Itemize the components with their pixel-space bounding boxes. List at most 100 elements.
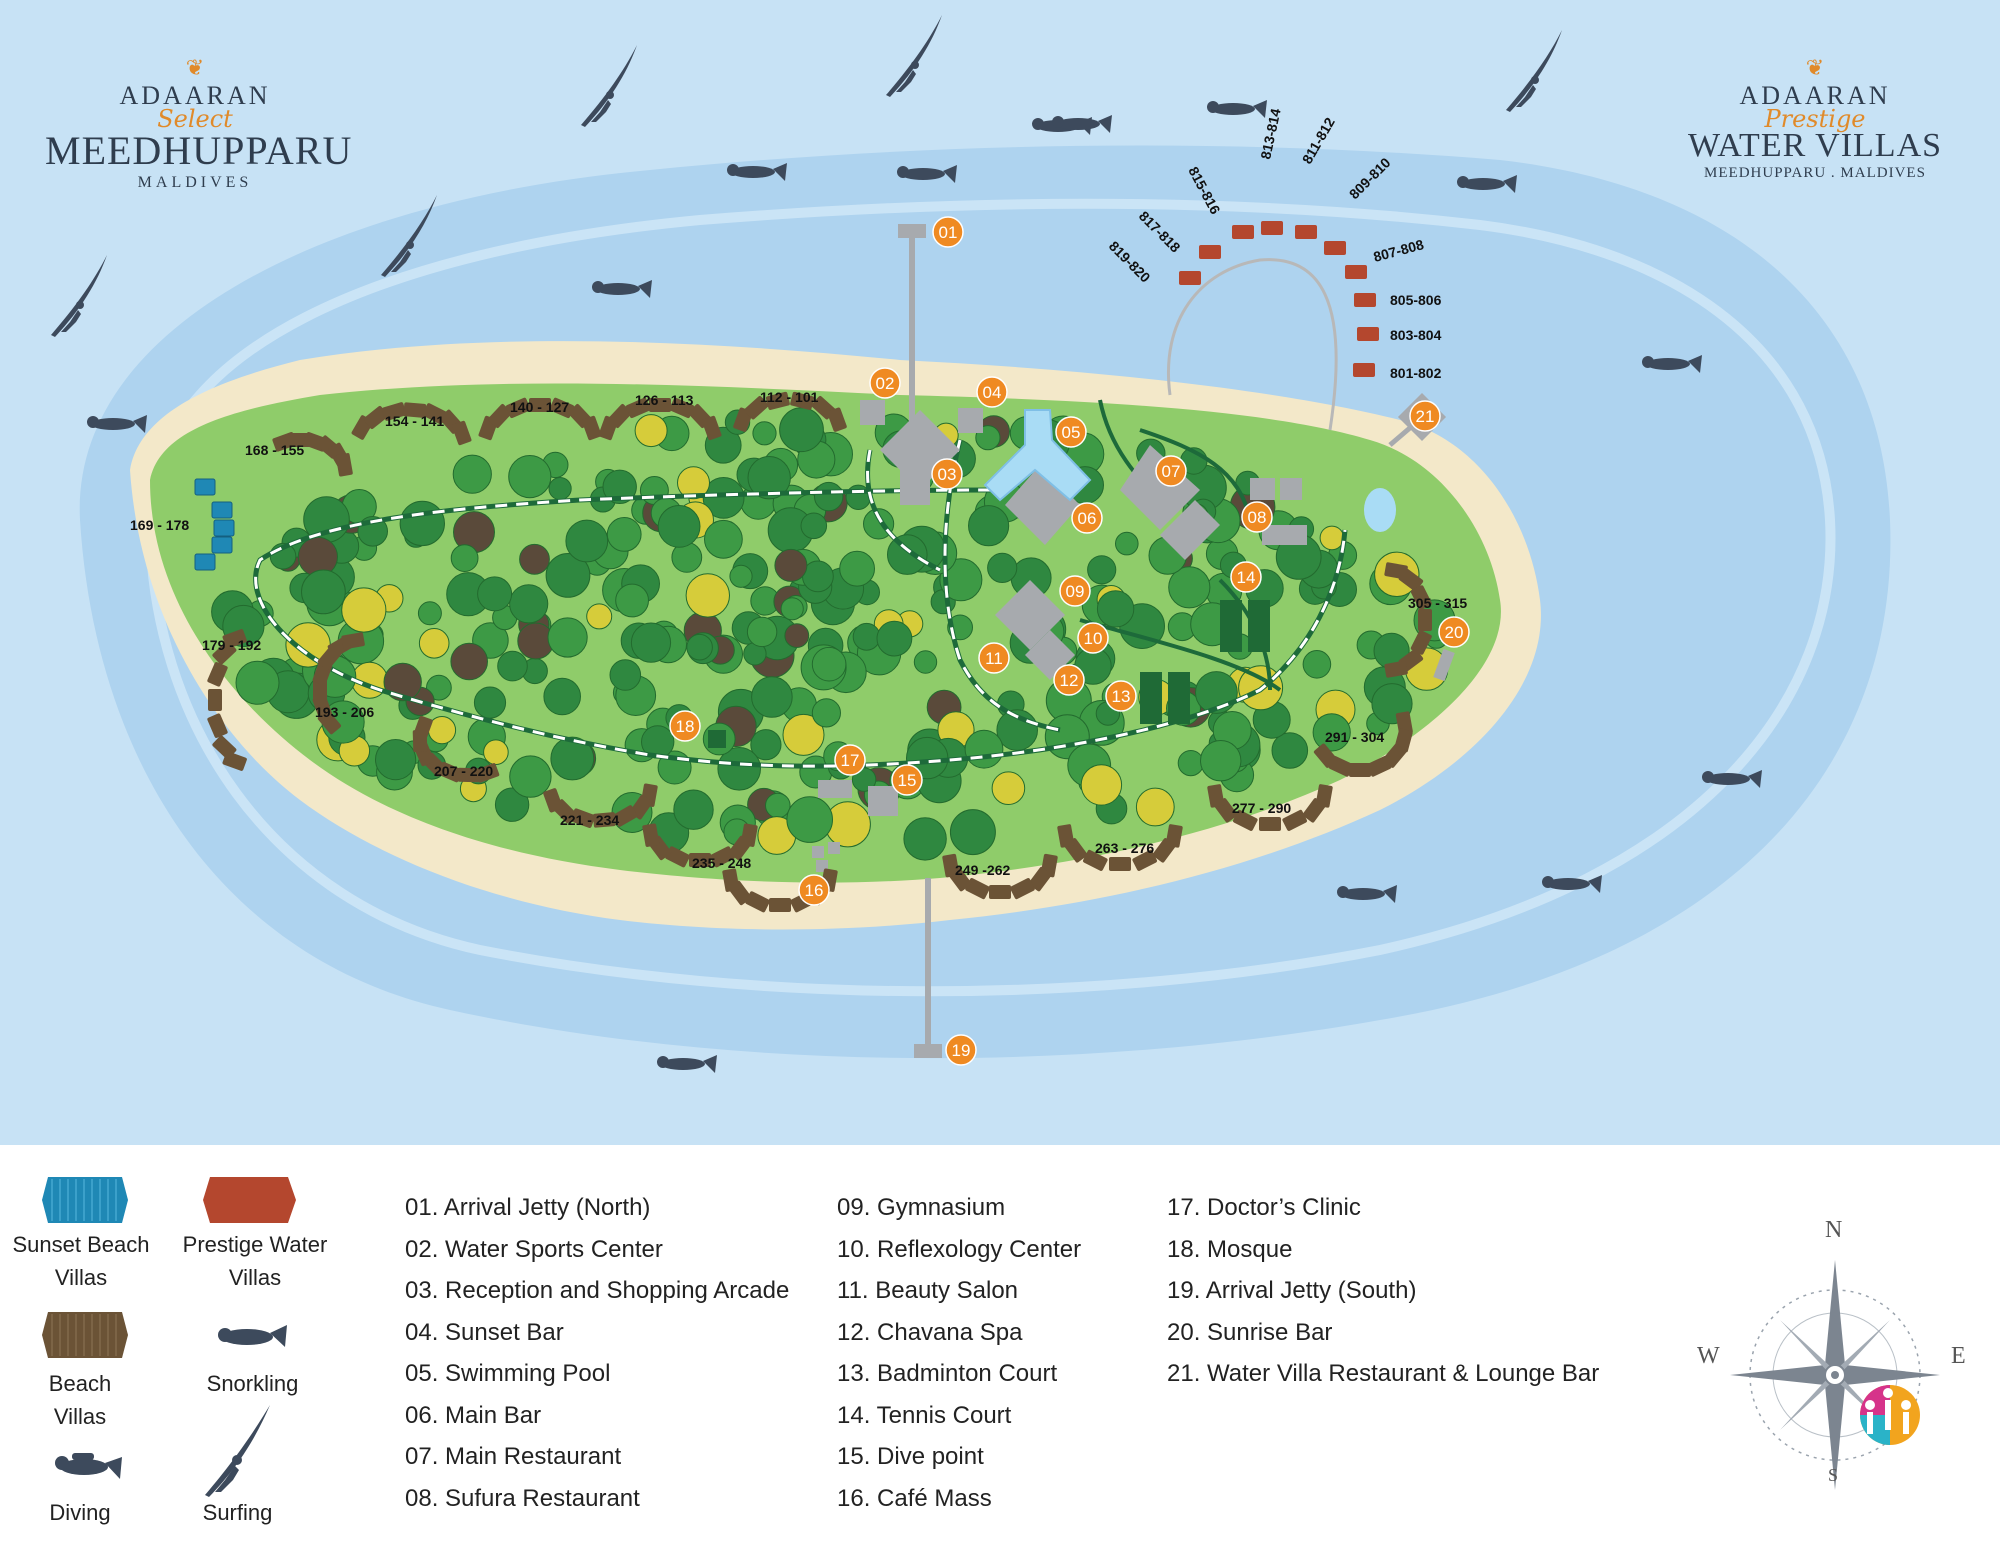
legend-item: 10. Reflexology Center [837, 1235, 1082, 1263]
tree [949, 809, 996, 856]
villa [1028, 866, 1052, 892]
tree [673, 789, 714, 830]
poi-marker[interactable]: 14 [1230, 561, 1262, 593]
villa [549, 397, 575, 419]
tree [991, 771, 1026, 806]
poi-marker-number: 16 [805, 881, 824, 900]
poi-marker[interactable]: 19 [945, 1034, 977, 1066]
snorkling-icon [218, 1325, 287, 1347]
poi-marker[interactable]: 06 [1071, 502, 1103, 534]
poi-marker[interactable]: 09 [1059, 575, 1091, 607]
poi-marker-number: 05 [1062, 423, 1081, 442]
poi-marker-number: 09 [1066, 582, 1085, 601]
logo-left-sub: Select [157, 105, 233, 133]
poi-marker-number: 08 [1248, 508, 1267, 527]
villa [769, 898, 791, 912]
villa [669, 397, 695, 419]
legend-item: 16. Café Mass [837, 1484, 992, 1512]
poi-marker[interactable]: 16 [798, 874, 830, 906]
tree [473, 686, 507, 719]
logo-fan-icon: ❦ [1805, 55, 1825, 80]
poi-marker[interactable]: 08 [1241, 501, 1273, 533]
surfing-icon [886, 15, 942, 97]
prestige-villa-label: Prestige Water Villas [182, 1232, 328, 1290]
pond [1364, 488, 1396, 532]
poi-marker-number: 02 [876, 374, 895, 393]
villa [1132, 849, 1157, 871]
beach-villa-label: 112 - 101 [760, 389, 819, 405]
legend-item: 17. Doctor’s Clinic [1167, 1194, 1361, 1221]
logo-right-brand: ADAARAN [1739, 81, 1891, 110]
sunset-villa [211, 536, 233, 554]
sports-courts [708, 600, 1270, 748]
poi-marker[interactable]: 01 [932, 216, 964, 248]
beach-villa-label: 291 - 304 [1325, 729, 1384, 745]
snorkling-icon [1207, 100, 1267, 118]
snorkling-icon [1542, 875, 1602, 893]
legend-item: 04. Sunset Bar [405, 1318, 564, 1346]
poi-marker-number: 20 [1445, 623, 1464, 642]
poi-marker[interactable]: 15 [891, 764, 923, 796]
poi-marker[interactable]: 18 [669, 710, 701, 742]
sunset-villa [194, 553, 216, 571]
tree [550, 736, 595, 781]
logo-fan-icon: ❦ [185, 55, 205, 80]
poi-marker[interactable]: 12 [1053, 664, 1085, 696]
poi-marker[interactable]: 04 [976, 376, 1008, 408]
tree [717, 747, 762, 791]
poi-marker[interactable]: 05 [1055, 416, 1087, 448]
beach-villa-label: 179 - 192 [202, 637, 261, 653]
tree [417, 601, 442, 626]
villa [529, 398, 551, 412]
poi-marker[interactable]: 07 [1155, 455, 1187, 487]
poi-marker-number: 10 [1084, 629, 1103, 648]
villa [581, 415, 602, 441]
villa [1398, 568, 1424, 592]
villa [1357, 327, 1379, 341]
poi-marker[interactable]: 10 [1077, 622, 1109, 654]
villa [827, 407, 847, 432]
poi-marker[interactable]: 17 [834, 744, 866, 776]
tree [1177, 750, 1204, 777]
villa [965, 878, 990, 900]
poi-marker[interactable]: 13 [1105, 680, 1137, 712]
villa [1345, 265, 1367, 279]
poi-marker[interactable]: 20 [1438, 616, 1470, 648]
villa [745, 891, 770, 913]
tree [1135, 787, 1175, 827]
villa [1259, 817, 1281, 831]
legend-item: 06. Main Bar [405, 1401, 542, 1429]
tree [565, 519, 609, 563]
tree [235, 660, 280, 705]
poi-marker[interactable]: 03 [931, 458, 963, 490]
villa [642, 823, 660, 847]
poi-marker[interactable]: 21 [1409, 400, 1441, 432]
poi-marker[interactable]: 11 [978, 642, 1010, 674]
villa [1199, 245, 1221, 259]
poi-marker[interactable]: 02 [869, 367, 901, 399]
diving-icon [55, 1453, 122, 1479]
sunset-villa [211, 501, 233, 519]
tree [964, 729, 1004, 769]
villa [413, 715, 433, 741]
beach-villa-label: 140 - 127 [510, 399, 569, 415]
compass-n: N [1825, 1217, 1843, 1243]
villa [222, 629, 247, 649]
tree [852, 622, 881, 651]
villa [1349, 763, 1371, 777]
villa [592, 812, 616, 828]
snorkling-icon [897, 165, 957, 183]
villa [1295, 225, 1317, 239]
tree [903, 817, 947, 861]
logo-right-place: MEEDHUPPARU . MALDIVES [1704, 165, 1926, 181]
legend-item: 14. Tennis Court [837, 1401, 1012, 1429]
tree [765, 792, 791, 819]
villa [612, 805, 638, 827]
tree [483, 739, 509, 766]
poi-marker-number: 13 [1112, 687, 1131, 706]
tree [418, 628, 450, 659]
tree [545, 553, 591, 598]
villa [451, 420, 472, 446]
legend: Sunset Beach Villas Prestige Water Villa… [0, 1145, 2000, 1557]
tree [657, 505, 701, 548]
